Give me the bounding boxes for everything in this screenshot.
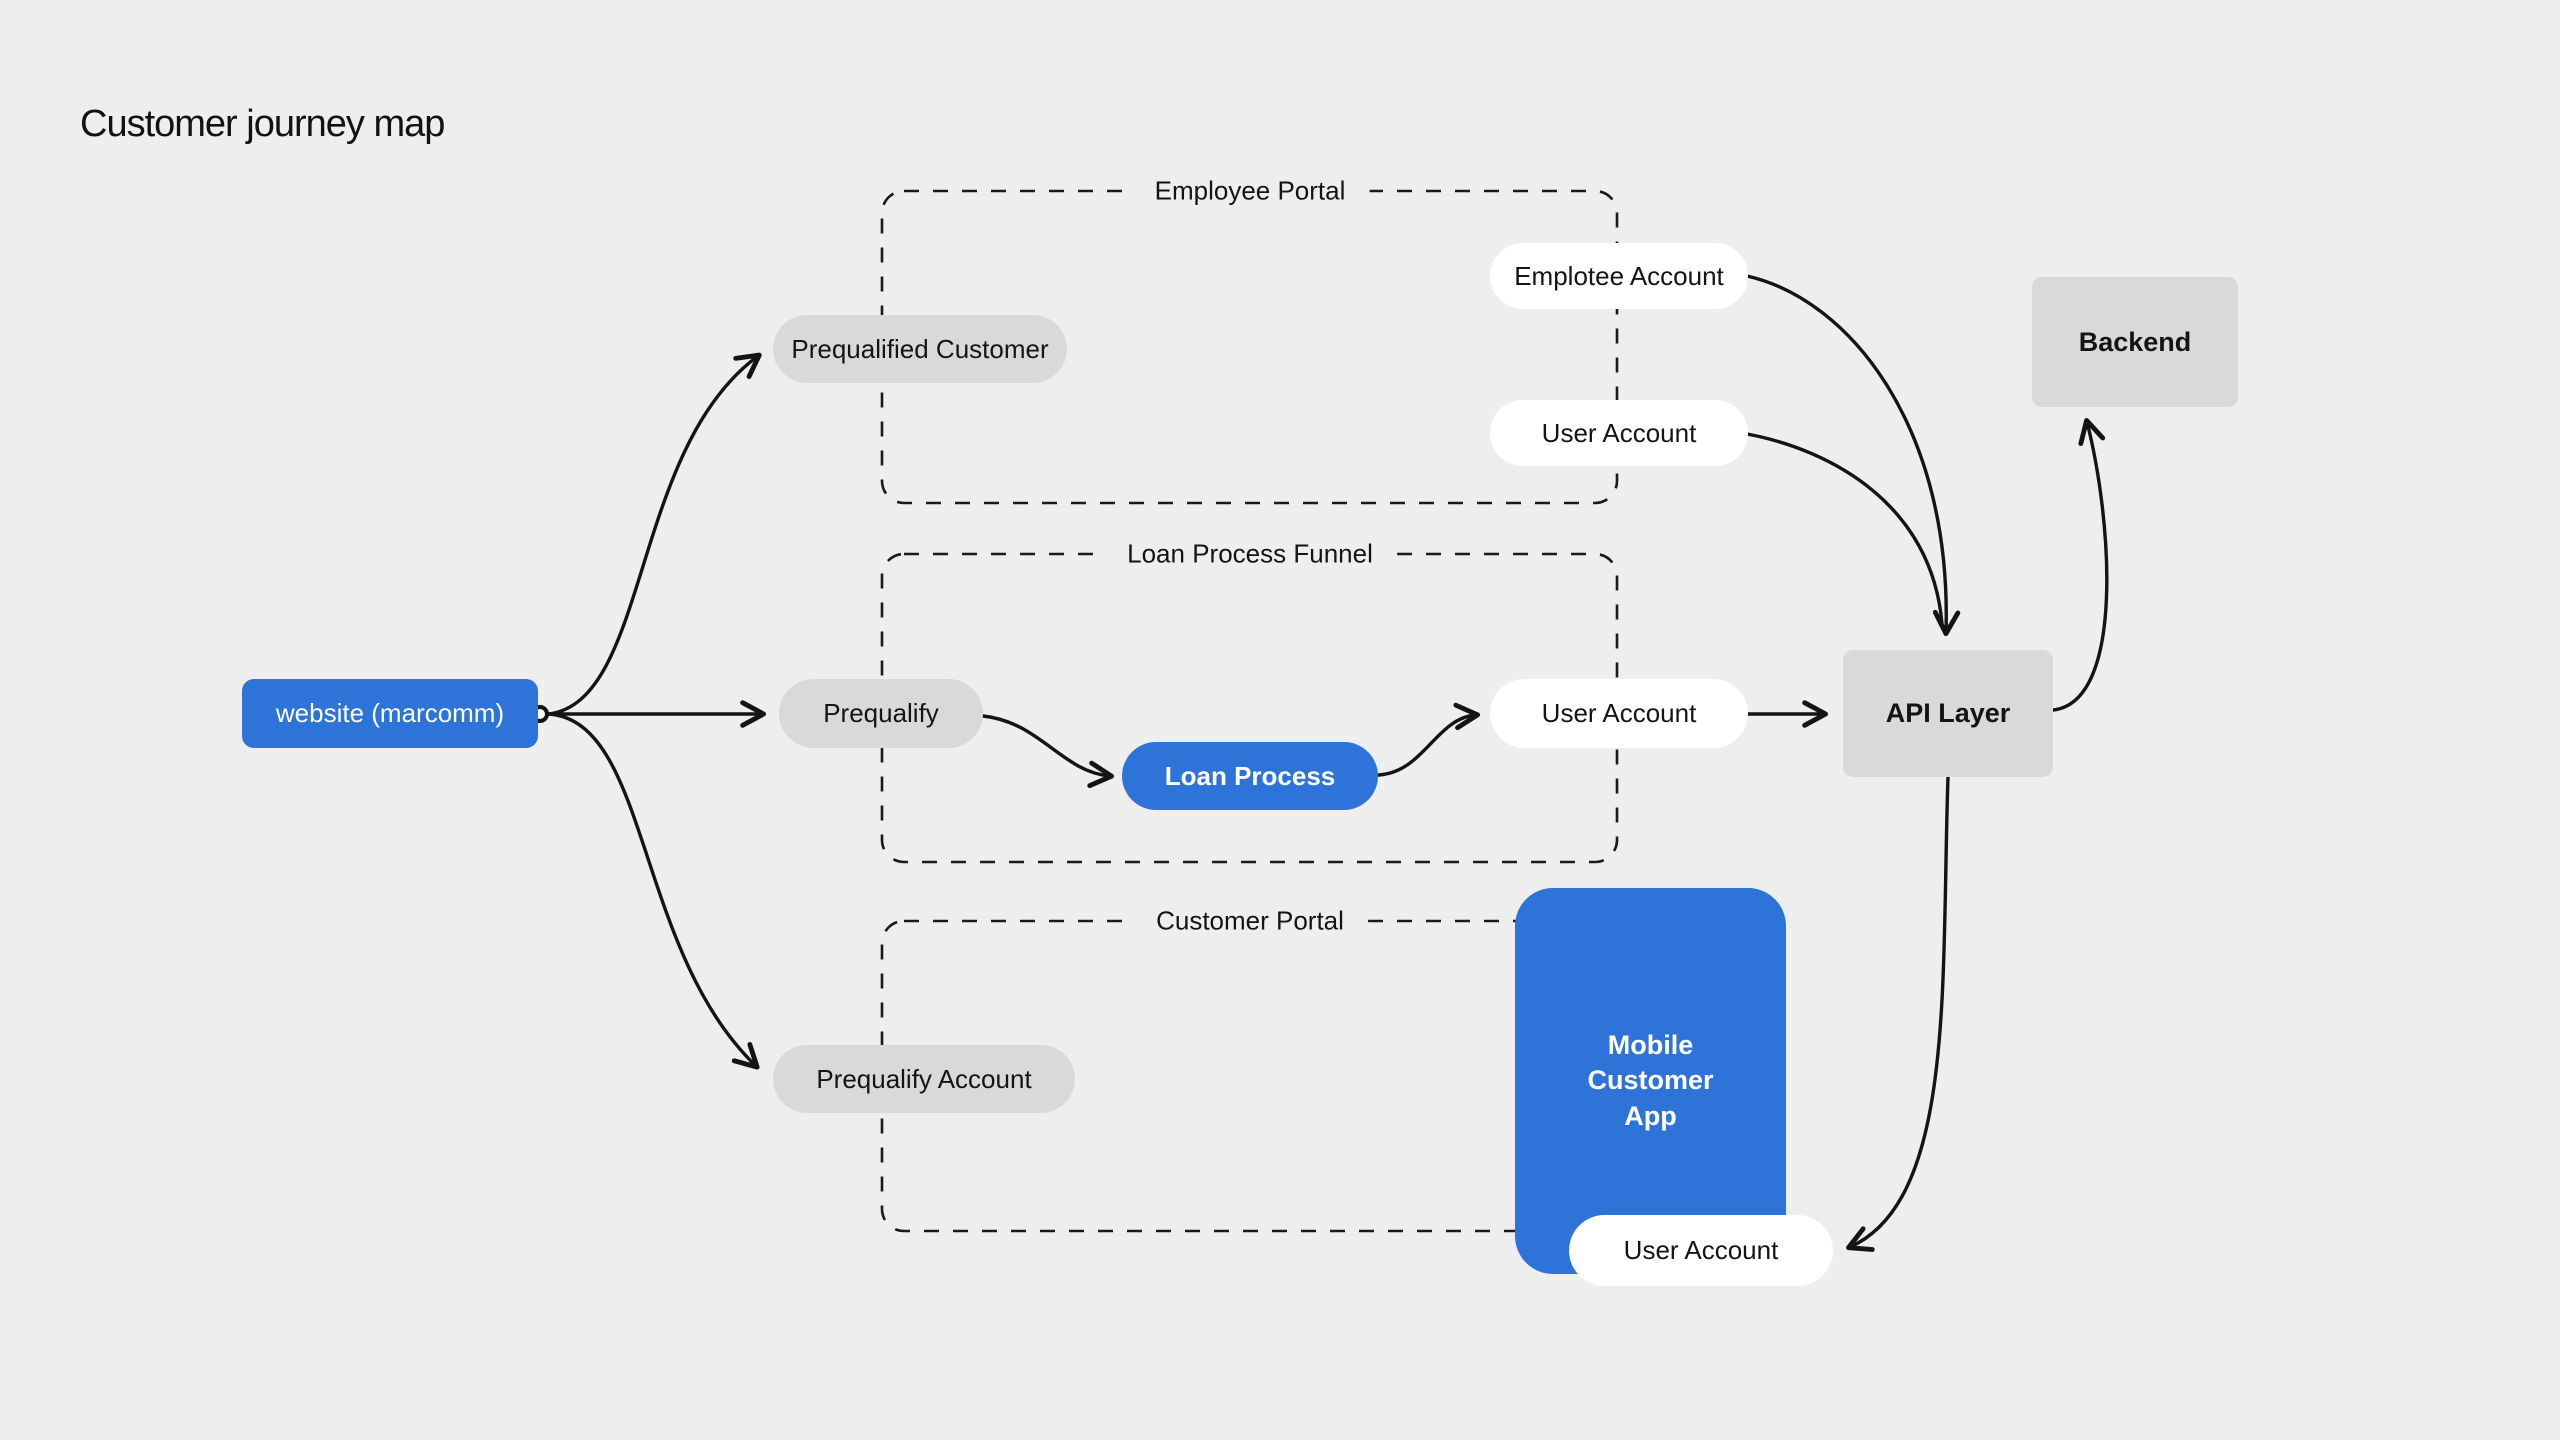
node-user-account-customer[interactable]: User Account (1569, 1215, 1833, 1286)
edge-api-layer-to-backend (2051, 418, 2109, 712)
node-emplotee-account[interactable]: Emplotee Account (1490, 243, 1748, 309)
edge-loan-process-to-user-account (1377, 702, 1481, 777)
node-prequalify[interactable]: Prequalify (779, 679, 983, 748)
node-backend[interactable]: Backend (2032, 277, 2238, 407)
node-prequalify-account[interactable]: Prequalify Account (773, 1045, 1075, 1113)
loan-process-funnel-frame (880, 552, 1619, 864)
node-prequalified-customer[interactable]: Prequalified Customer (773, 315, 1067, 383)
node-user-account-employee[interactable]: User Account (1490, 400, 1748, 466)
edge-api-layer-to-user-account-customer (1846, 775, 1950, 1252)
employee-portal-title: Employee Portal (1130, 173, 1370, 209)
edge-prequalify-to-loan-process (981, 714, 1115, 789)
edge-website-to-prequalified-customer (547, 352, 762, 716)
node-website-marcomm[interactable]: website (marcomm) (242, 679, 538, 748)
customer-portal-frame (880, 919, 1619, 1233)
page-title: Customer journey map (80, 103, 445, 146)
node-loan-process[interactable]: Loan Process (1122, 742, 1378, 810)
loan-process-funnel-title: Loan Process Funnel (1103, 536, 1397, 572)
node-user-account-loan[interactable]: User Account (1490, 679, 1748, 748)
customer-portal-title: Customer Portal (1132, 903, 1368, 939)
edge-emplotee-account-to-api-layer (1745, 274, 1961, 637)
edge-user-account-employee-to-api-layer (1745, 432, 1944, 626)
node-mobile-customer-app[interactable]: Mobile Customer App (1515, 888, 1786, 1274)
node-api-layer[interactable]: API Layer (1843, 650, 2053, 777)
edge-website-to-prequalify-account (547, 712, 760, 1070)
